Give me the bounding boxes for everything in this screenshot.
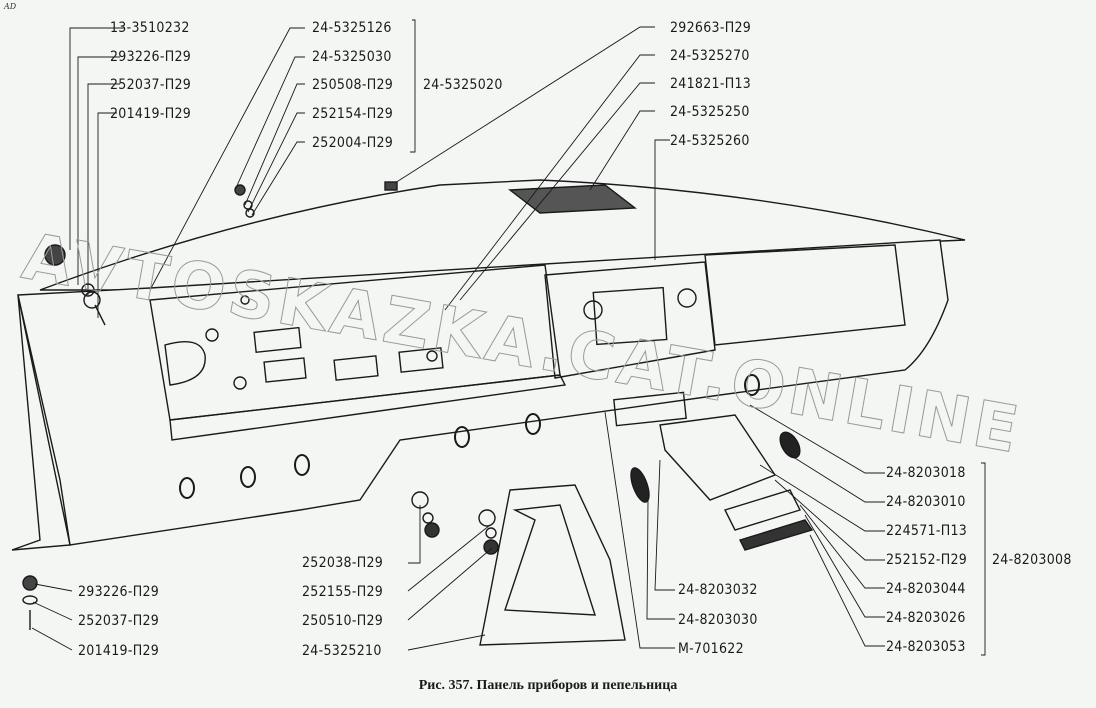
figure-caption: Рис. 357. Панель приборов и пепельница <box>418 678 678 693</box>
support-bracket <box>479 484 626 646</box>
part-label: 224571-П13 <box>886 523 968 539</box>
part-label: 24-5325260 <box>670 133 750 149</box>
part-label: 293226-П29 <box>110 49 192 65</box>
ashtray-spring <box>779 431 801 459</box>
ashtray-lamp <box>630 467 650 503</box>
part-label: 24-8203018 <box>886 465 966 481</box>
part-label: 13-3510232 <box>110 20 190 36</box>
part-label: 24-5325210 <box>302 643 382 659</box>
ashtray-insert <box>739 519 814 551</box>
defroster-grille <box>508 184 637 214</box>
part-label: 252037-П29 <box>110 77 192 93</box>
part-label: 252152-П29 <box>886 552 968 568</box>
ashtray-housing <box>659 414 777 501</box>
part-label: 24-5325250 <box>670 104 750 120</box>
corner-mark: AD <box>4 2 17 11</box>
left-end-bracket <box>11 294 71 551</box>
part-label: 24-8203032 <box>678 582 758 598</box>
ashtray-plate <box>724 489 801 531</box>
leader-lines <box>31 19 986 656</box>
part-label: 24-5325270 <box>670 48 750 64</box>
right-speaker-knob <box>677 288 697 308</box>
part-label: 24-8203044 <box>886 581 966 597</box>
part-label: 292663-П29 <box>670 20 752 36</box>
part-label: 24-8203030 <box>678 612 758 628</box>
ashtray-opening-plate <box>613 391 687 427</box>
assembly-label: 24-5325020 <box>423 77 503 93</box>
radio-opening <box>544 261 716 379</box>
part-label: 24-5325030 <box>312 49 392 65</box>
part-label: 252004-П29 <box>312 135 394 151</box>
part-label: 252037-П29 <box>78 613 160 629</box>
part-label: 250510-П29 <box>302 613 384 629</box>
part-label: 24-8203053 <box>886 639 966 655</box>
part-label: 250508-П29 <box>312 77 394 93</box>
part-label: 252155-П29 <box>302 584 384 600</box>
part-label: 241821-П13 <box>670 76 752 92</box>
gauge-opening-4 <box>263 357 307 383</box>
clip-top <box>384 181 398 191</box>
gauge-opening-1 <box>253 326 302 354</box>
assembly-label: 24-8203008 <box>992 552 1072 568</box>
part-label: 201419-П29 <box>110 106 192 122</box>
part-label: 24-8203026 <box>886 610 966 626</box>
part-label: 252154-П29 <box>312 106 394 122</box>
part-label: 24-8203010 <box>886 494 966 510</box>
nut-bottom-left <box>22 575 38 591</box>
part-label: 201419-П29 <box>78 643 160 659</box>
speedometer-opening <box>164 341 206 386</box>
left-speaker-knob <box>583 300 603 320</box>
gauge-opening-2 <box>333 355 379 381</box>
nut-top-left <box>44 244 66 266</box>
gauge-opening-3 <box>398 347 444 373</box>
glovebox-lid <box>704 244 906 346</box>
part-label: 293226-П29 <box>78 584 160 600</box>
bolt-top-left <box>94 304 106 326</box>
part-label: 24-5325126 <box>312 20 392 36</box>
part-label: M-701622 <box>678 641 744 657</box>
part-label: 252038-П29 <box>302 555 384 571</box>
switch-holes <box>179 374 760 499</box>
